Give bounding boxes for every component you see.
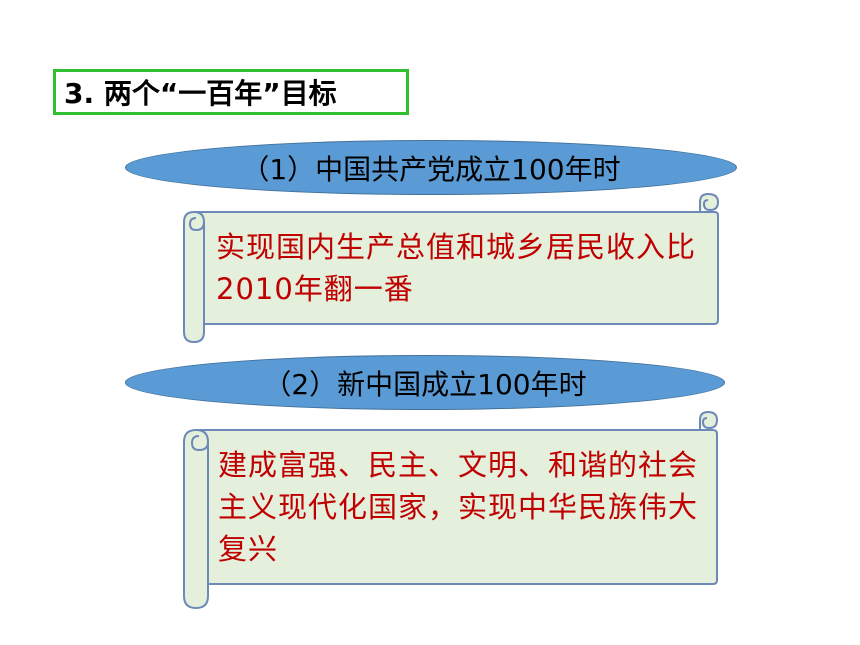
scroll-shape <box>183 410 719 610</box>
goal-1-scroll: 实现国内生产总值和城乡居民收入比2010年翻一番 <box>180 192 725 344</box>
goal-2-label-text: （2）新中国成立100年时 <box>263 367 587 401</box>
section-title: 3. 两个“一百年”目标 <box>53 69 409 115</box>
goal-2-description: 建成富强、民主、文明、和谐的社会主义现代化国家，实现中华民族伟大复兴 <box>218 448 699 566</box>
goal-1-label-text: （1）中国共产党成立100年时 <box>241 152 621 186</box>
goal-1-label: （1）中国共产党成立100年时 <box>125 140 737 195</box>
goal-2-label: （2）新中国成立100年时 <box>125 355 725 410</box>
goal-2-scroll: 建成富强、民主、文明、和谐的社会主义现代化国家，实现中华民族伟大复兴 <box>180 408 725 610</box>
scroll-shape <box>183 192 720 344</box>
section-title-text: 3. 两个“一百年”目标 <box>64 77 337 110</box>
goal-1-description: 实现国内生产总值和城乡居民收入比2010年翻一番 <box>216 230 697 306</box>
